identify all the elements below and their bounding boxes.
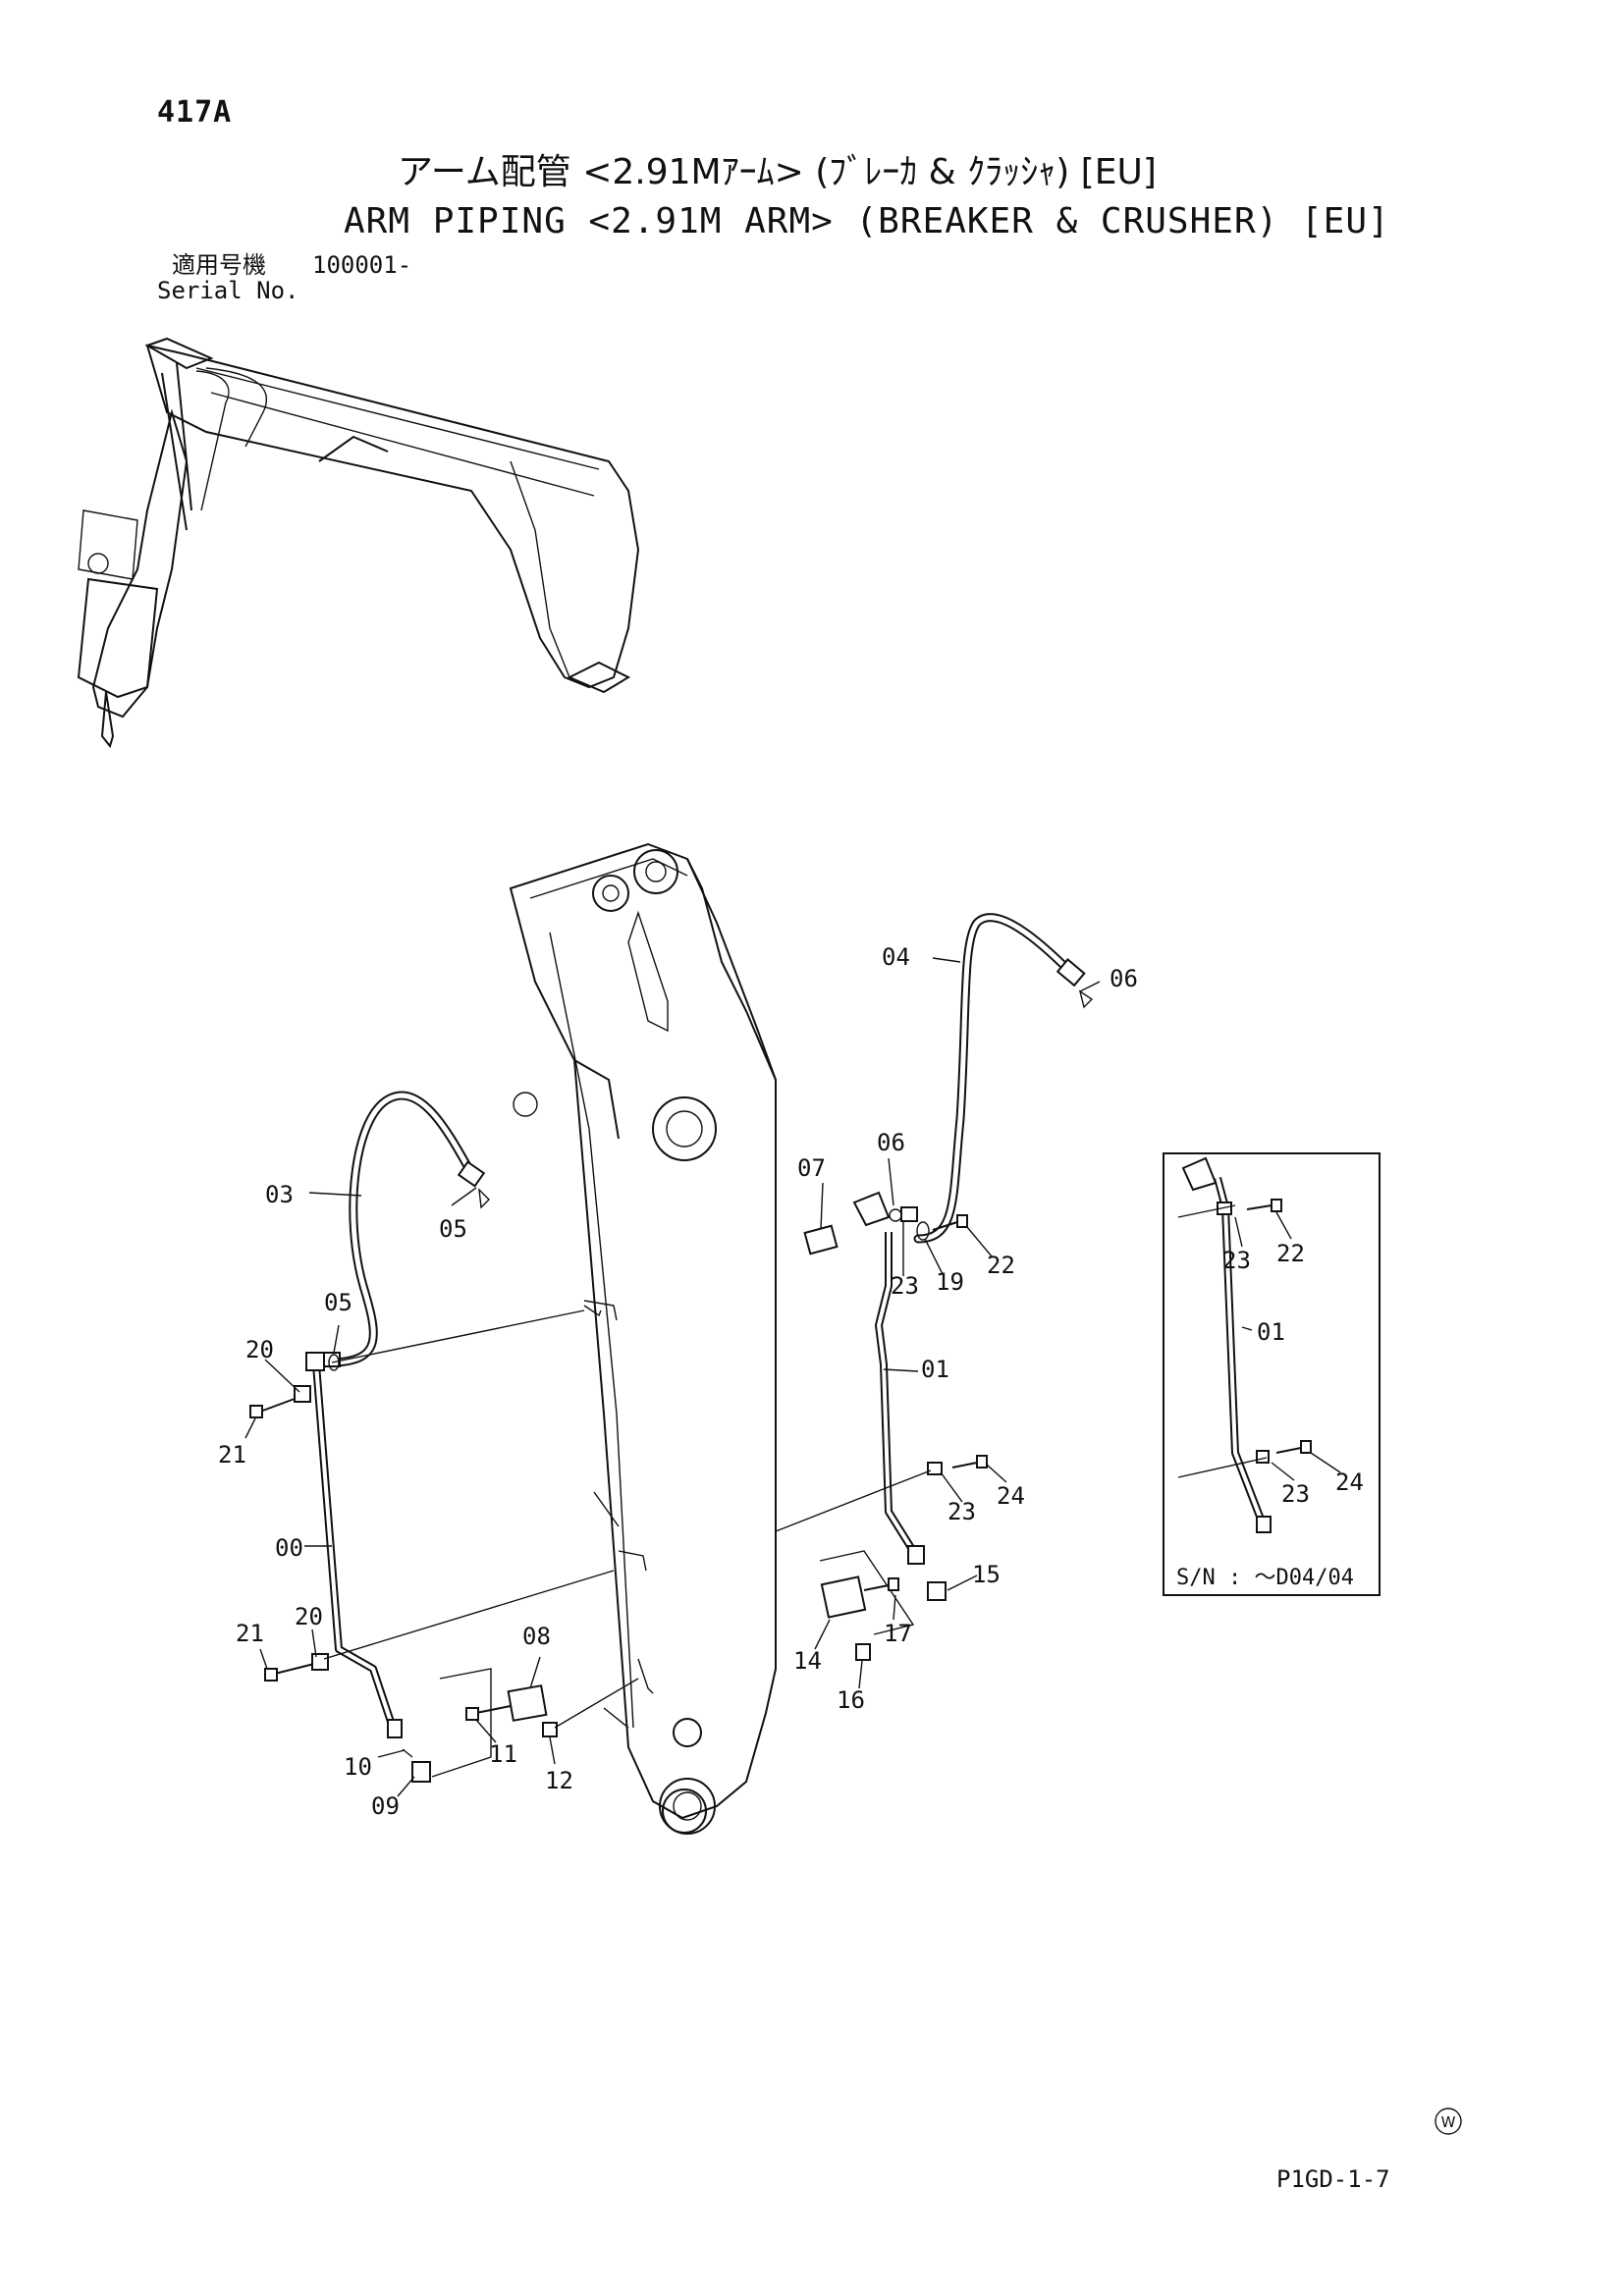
overview-arm-sketch	[77, 337, 640, 749]
callout-11: 11	[489, 1740, 517, 1768]
callout-23-mid: 23	[947, 1498, 976, 1525]
inset-callout-23-upper: 23	[1222, 1247, 1251, 1274]
leader-lines	[244, 957, 1101, 1797]
callout-19: 19	[936, 1268, 964, 1296]
callout-17: 17	[884, 1620, 912, 1647]
callout-12: 12	[545, 1767, 573, 1794]
serial-number-value: 100001-	[312, 251, 412, 279]
callout-23-upper: 23	[891, 1272, 919, 1300]
inset-serial-note: S/N : ～D04/04	[1176, 1566, 1354, 1590]
callout-24: 24	[997, 1482, 1025, 1510]
callout-03: 03	[265, 1181, 294, 1208]
callout-08: 08	[522, 1623, 551, 1650]
inset-callout-01: 01	[1257, 1318, 1285, 1346]
serial-label-english: Serial No.	[157, 277, 299, 304]
callout-16: 16	[837, 1686, 865, 1714]
hose-04	[913, 913, 1094, 1244]
callout-14: 14	[793, 1647, 822, 1675]
callout-04: 04	[882, 943, 910, 971]
w-circle-mark: W	[1435, 2108, 1462, 2135]
inset-callout-24: 24	[1335, 1468, 1364, 1496]
callout-01: 01	[921, 1356, 949, 1383]
page-title-japanese: アーム配管 <2.91Mｱｰﾑ> (ﾌﾞﾚｰｶ & ｸﾗｯｼｬ) [EU]	[398, 152, 1157, 192]
inset-callout-23-lower: 23	[1281, 1480, 1310, 1508]
main-arm-outline	[509, 842, 777, 1835]
callout-05-lower: 05	[324, 1289, 352, 1316]
callout-00: 00	[275, 1534, 303, 1562]
pipe-00	[305, 1352, 403, 1738]
callout-07: 07	[797, 1154, 826, 1182]
fittings	[249, 1191, 988, 1783]
callout-20-lower: 20	[295, 1603, 323, 1630]
hose-03	[329, 1091, 490, 1367]
inset-callout-22: 22	[1276, 1240, 1305, 1267]
callout-06-upper: 06	[1110, 965, 1138, 992]
inset-detail: 23 22 01 23 24	[1163, 1152, 1380, 1596]
svg-text:W: W	[1441, 2113, 1456, 2131]
callout-05-upper: 05	[439, 1215, 467, 1243]
callout-15: 15	[972, 1561, 1001, 1588]
callout-10: 10	[344, 1753, 372, 1781]
callout-22: 22	[987, 1252, 1015, 1279]
serial-label-japanese: 適用号機	[172, 251, 266, 279]
callout-labels: 03 05 05 20 21 00 20 21 08 11 12 10 09 0…	[218, 943, 1138, 1820]
callout-21-upper: 21	[218, 1441, 246, 1468]
callout-09: 09	[371, 1792, 400, 1820]
pipe-01	[875, 1232, 947, 1601]
page-code: P1GD-1-7	[1276, 2165, 1390, 2193]
callout-06: 06	[877, 1129, 905, 1156]
page-number: 417A	[157, 95, 233, 130]
callout-20-upper: 20	[245, 1336, 274, 1363]
callout-21-lower: 21	[236, 1620, 264, 1647]
page-title-english: ARM PIPING <2.91M ARM> (BREAKER & CRUSHE…	[344, 201, 1390, 241]
